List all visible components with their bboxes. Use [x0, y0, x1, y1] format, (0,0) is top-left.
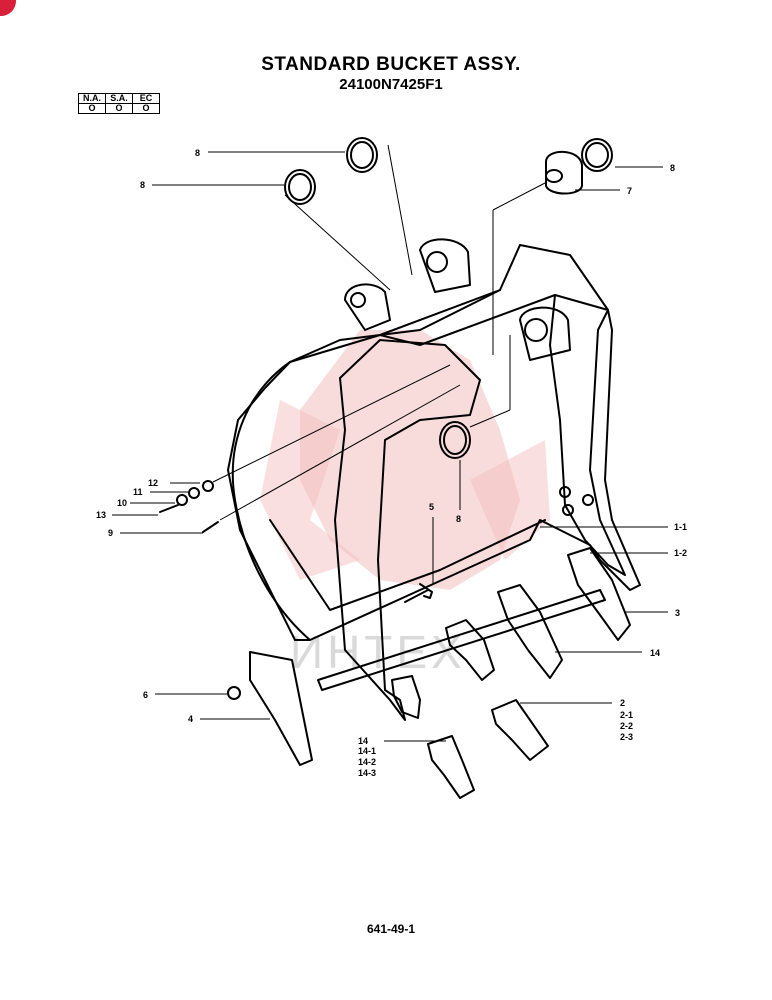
bucket-tooth	[445, 619, 495, 681]
o-ring	[581, 138, 613, 172]
pin	[202, 521, 219, 533]
callout-14: 14	[358, 736, 368, 746]
callout-8: 8	[140, 180, 145, 190]
callout-2: 2	[620, 698, 625, 708]
callout-8: 8	[195, 148, 200, 158]
leader-lines	[112, 144, 668, 742]
page-number: 641-49-1	[366, 922, 416, 936]
bushing-bore	[545, 169, 563, 183]
o-ring	[585, 142, 609, 168]
callout-8: 8	[670, 163, 675, 173]
callout-14-1: 14-1	[358, 746, 376, 756]
tooth-adapter-bar	[317, 589, 606, 691]
callout-8: 8	[456, 514, 461, 524]
watermark-logo	[260, 330, 550, 590]
applicability-value: O	[132, 103, 160, 114]
callout-4: 4	[188, 714, 193, 724]
callout-6: 6	[143, 690, 148, 700]
o-ring	[443, 425, 467, 455]
bucket-body	[227, 244, 641, 641]
lug-hole	[524, 318, 548, 342]
side-cutter-plate	[249, 651, 313, 766]
o-ring	[350, 141, 374, 169]
right-side-plate	[549, 294, 626, 576]
bolt	[159, 504, 179, 513]
washer	[176, 494, 188, 506]
washer	[188, 487, 200, 499]
o-ring	[284, 169, 316, 205]
callout-1-1: 1-1	[674, 522, 687, 532]
lug-upper-mid	[419, 238, 471, 293]
callout-5: 5	[429, 502, 434, 512]
bucket-floor-edge	[269, 519, 546, 611]
callout-1-2: 1-2	[674, 548, 687, 558]
side-bolt	[562, 504, 574, 516]
callout-2-2: 2-2	[620, 721, 633, 731]
side-bolt	[559, 486, 571, 498]
bucket-tooth	[391, 675, 421, 719]
callout-2-3: 2-3	[620, 732, 633, 742]
bushing	[545, 150, 583, 195]
loose-tooth	[427, 735, 475, 799]
nut	[227, 686, 241, 700]
lug-hole	[426, 251, 448, 273]
assembly-part-number: 24100N7425F1	[339, 76, 443, 93]
o-ring	[439, 421, 471, 459]
callout-10: 10	[117, 498, 127, 508]
loose-tooth	[491, 699, 549, 761]
bolt	[404, 583, 433, 603]
callout-2-1: 2-1	[620, 710, 633, 720]
callout-11: 11	[133, 487, 143, 497]
applicability-value-row: O O O	[78, 103, 160, 114]
washer	[202, 480, 214, 492]
lug-lower-mid	[519, 306, 571, 361]
bucket-tooth	[497, 584, 563, 679]
callout-14-3: 14-3	[358, 768, 376, 778]
side-bolt	[582, 494, 594, 506]
callout-3: 3	[675, 608, 680, 618]
callout-9: 9	[108, 528, 113, 538]
callout-14-2: 14-2	[358, 757, 376, 767]
callout-7: 7	[627, 186, 632, 196]
callout-12: 12	[148, 478, 158, 488]
o-ring	[346, 137, 378, 173]
bucket-tooth	[567, 547, 631, 641]
callout-14: 14	[650, 648, 660, 658]
lug-hole	[350, 292, 366, 308]
applicability-table: N.A. S.A. EC O O O	[78, 93, 160, 114]
lug-upper-left	[344, 283, 391, 331]
o-ring	[288, 173, 312, 201]
page-title: STANDARD BUCKET ASSY.	[261, 54, 521, 75]
watermark-text: ИНТЕХ	[290, 626, 466, 678]
callout-13: 13	[96, 510, 106, 520]
bucket-back-plate	[231, 361, 311, 641]
left-side-plate	[334, 339, 481, 721]
